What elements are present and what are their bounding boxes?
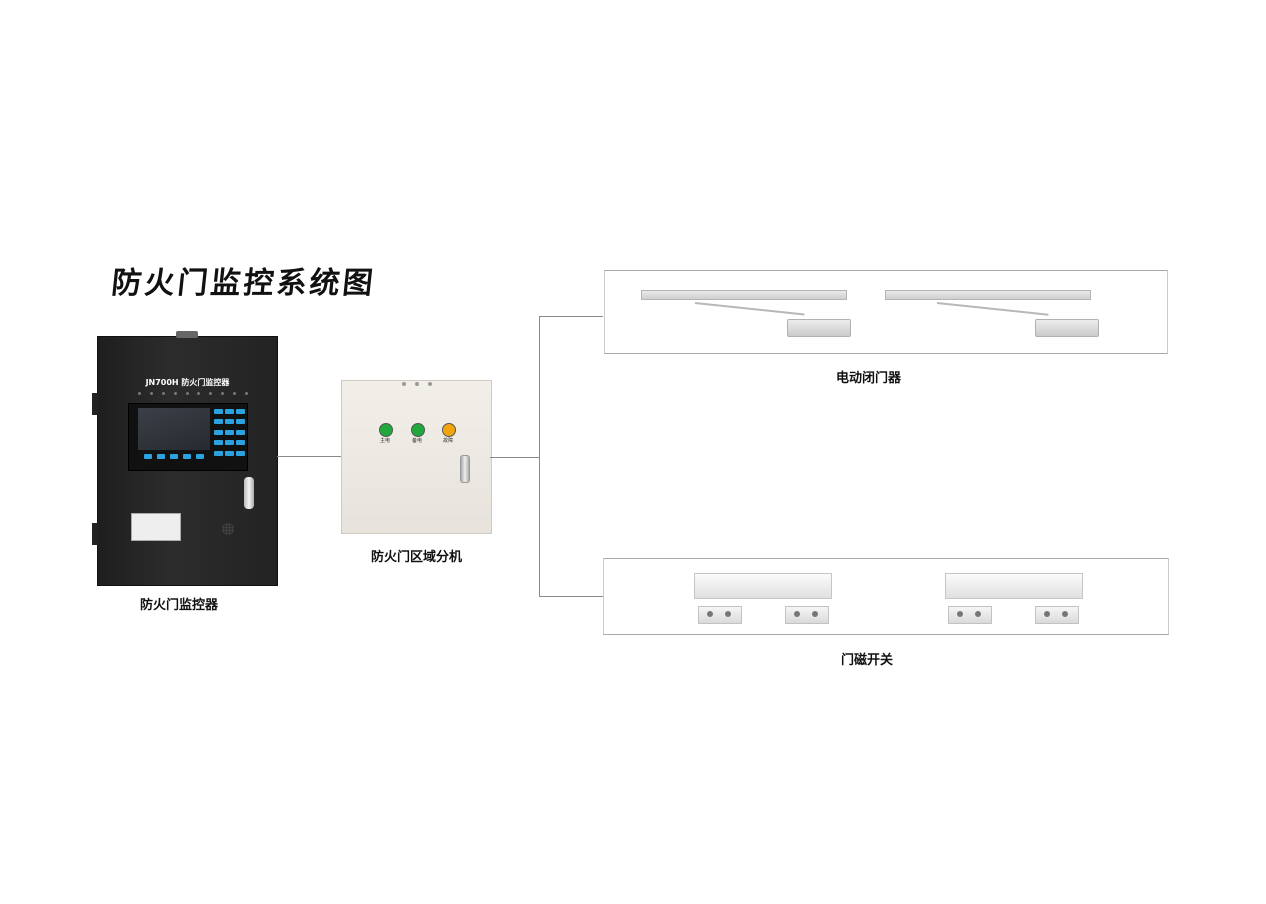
door-magnet-bar: [945, 573, 1083, 599]
zone-box-top-holes: [402, 382, 432, 386]
monitor-keypad: [214, 409, 246, 459]
monitor-lcd-screen: [138, 408, 210, 450]
zone-box-handle: [460, 455, 470, 483]
zone-unit-box: 主电 备电 故障: [341, 380, 492, 534]
fire-door-monitor: JN700H 防火门监控器: [92, 331, 278, 586]
door-magnet-block: [785, 606, 829, 624]
zone-unit-caption: 防火门区域分机: [371, 550, 463, 565]
bus-line: [539, 316, 540, 597]
backup-lamp-label: 备电: [411, 438, 422, 444]
connector-line-to-closers: [539, 316, 603, 317]
cabinet-top-fitting: [176, 331, 198, 338]
power-lamp-label: 主电: [379, 438, 390, 444]
door-closer-body: [787, 319, 851, 337]
cabinet-handle: [244, 477, 254, 509]
backup-power-lamp-icon: [411, 423, 425, 437]
fault-lamp-icon: [442, 423, 456, 437]
cabinet-hinge: [92, 393, 98, 415]
fault-lamp-label: 故障: [442, 438, 453, 444]
connector-line: [490, 457, 540, 458]
door-magnet-block: [1035, 606, 1079, 624]
power-lamp-icon: [379, 423, 393, 437]
door-closer-rail: [641, 290, 847, 300]
door-closer-arm: [936, 302, 1049, 316]
monitor-function-keys: [144, 454, 204, 459]
monitor-model-label: JN700H 防火门监控器: [145, 378, 230, 387]
door-closer-arm: [694, 302, 805, 316]
door-closer-caption: 电动闭门器: [836, 371, 902, 386]
connector-line: [277, 456, 341, 457]
diagram-title: 防火门监控系统图: [109, 266, 378, 301]
monitor-printer-slot: [131, 513, 181, 541]
door-magnet-caption: 门磁开关: [841, 653, 894, 668]
cabinet-hinge: [92, 523, 98, 545]
door-closer-panel: [604, 270, 1168, 354]
door-magnet-block: [698, 606, 742, 624]
door-magnet-block: [948, 606, 992, 624]
monitor-caption: 防火门监控器: [140, 598, 219, 613]
door-closer-rail: [885, 290, 1091, 300]
door-closer-body: [1035, 319, 1099, 337]
connector-line-to-magnets: [539, 596, 603, 597]
door-magnet-bar: [694, 573, 832, 599]
door-magnet-panel: [603, 558, 1169, 635]
monitor-indicator-row: [138, 392, 248, 396]
speaker-grille-icon: [222, 523, 234, 535]
